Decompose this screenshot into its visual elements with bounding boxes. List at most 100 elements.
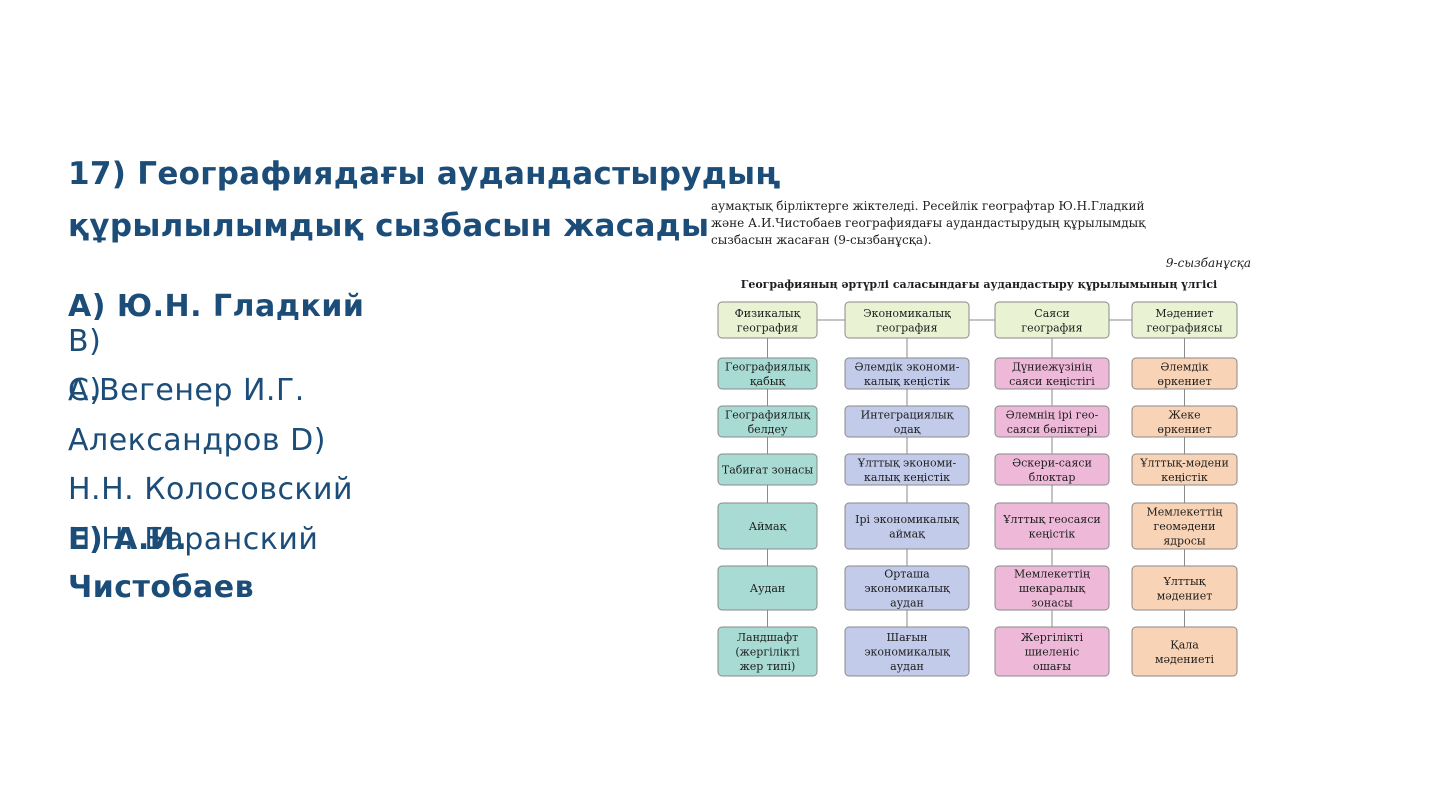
level-box-text-line-1: Ландшафт bbox=[737, 631, 798, 644]
level-box bbox=[844, 453, 970, 486]
answer-b-prefix[interactable]: В) bbox=[68, 324, 102, 359]
answer-b-line[interactable]: А.Вегенер И.Г. bbox=[68, 373, 305, 408]
level-box-text-line-1: Ұлттық геосаяси bbox=[1002, 513, 1100, 526]
level-box-text-line-1: Ұлттық экономи- bbox=[857, 456, 957, 469]
level-box-text-line-3: зонасы bbox=[1031, 597, 1073, 610]
level-box-text-line-1: Әлемнің ірі гео- bbox=[1006, 408, 1099, 421]
level-box-text-line-1: Мемлекеттің bbox=[1014, 568, 1090, 581]
level-box bbox=[844, 565, 970, 611]
level-box bbox=[994, 565, 1110, 611]
column-header-box bbox=[994, 301, 1110, 339]
level-box-text-line-1: Ұлттық-мәдени bbox=[1139, 456, 1229, 469]
column-header-text-line-2: география bbox=[876, 321, 937, 334]
column-header-box bbox=[717, 301, 818, 339]
level-box-text-line-2: одақ bbox=[894, 423, 921, 436]
level-box bbox=[1131, 502, 1238, 550]
answer-e-line[interactable]: Чистобаев bbox=[68, 570, 255, 605]
level-box-text-line-2: шекаралық bbox=[1019, 582, 1086, 595]
level-box-text-line-1: Мемлекеттің bbox=[1147, 506, 1223, 519]
question-title-line-1: 17) Географиядағы аудандастырудың bbox=[68, 156, 781, 192]
answer-e-prefix[interactable]: Е) А.И. bbox=[68, 522, 188, 557]
level-box bbox=[994, 502, 1110, 550]
level-box-text-line-1: Әскери-саяси bbox=[1012, 456, 1092, 469]
level-box-text-line-1: Ұлттық bbox=[1163, 575, 1206, 588]
level-box bbox=[1131, 405, 1238, 438]
level-box-text-line-3: ядросы bbox=[1163, 535, 1206, 548]
figure-text-line-1: аумақтық бірліктерге жіктеледі. Ресейлік… bbox=[711, 199, 1145, 213]
level-box-text-line-2: шиеленіс bbox=[1025, 646, 1080, 659]
level-box bbox=[717, 405, 818, 438]
level-box-text-line-2: калық кеңістік bbox=[864, 375, 950, 388]
level-box-text-line-3: ошағы bbox=[1033, 660, 1071, 673]
level-box-text-line-1: Орташа bbox=[884, 568, 930, 581]
question-title-line-2: құрылылымдық сызбасын жасады bbox=[68, 208, 710, 244]
level-box-text-line-3: аудан bbox=[890, 660, 924, 673]
level-box bbox=[717, 502, 818, 550]
level-box bbox=[994, 357, 1110, 390]
level-box-text-line-1: Әлемдік экономи- bbox=[855, 360, 960, 373]
level-box-text-line-1: Географиялық bbox=[725, 408, 810, 421]
level-box bbox=[844, 502, 970, 550]
column-header-text-line-1: Экономикалық bbox=[863, 307, 951, 320]
level-box-text-line-1: Аудан bbox=[750, 582, 785, 595]
level-box bbox=[717, 453, 818, 486]
level-box-text-line-1: Әлемдік bbox=[1160, 360, 1208, 373]
figure-text-line-2: және А.И.Чистобаев географиядағы ауданда… bbox=[711, 216, 1146, 230]
regionalization-diagram: ФизикалықгеографияГеографиялыққабықГеогр… bbox=[717, 301, 1238, 677]
figure-number: 9-сызбанұсқа bbox=[1165, 256, 1251, 270]
answer-e-overlap[interactable]: Н.Н. Баранский bbox=[68, 522, 319, 557]
level-box-text-line-2: (жергілікті bbox=[735, 646, 800, 659]
level-box-text-line-2: кеңістік bbox=[1029, 527, 1076, 540]
figure-paragraph: аумақтық бірліктерге жіктеледі. Ресейлік… bbox=[711, 198, 1251, 249]
level-box-text-line-3: жер типі) bbox=[740, 660, 796, 673]
level-box-text-line-2: саяси бөліктері bbox=[1007, 423, 1098, 436]
level-box-text-line-2: мәдениеті bbox=[1155, 653, 1215, 666]
level-box-text-line-2: экономикалық bbox=[864, 582, 950, 595]
level-box bbox=[1131, 565, 1238, 611]
answer-d-line[interactable]: Н.Н. Колосовский bbox=[68, 472, 354, 507]
column-header-text-line-1: Физикалық bbox=[735, 307, 801, 320]
answer-c-prefix[interactable]: С) bbox=[68, 373, 102, 408]
level-box-text-line-1: Жеке bbox=[1168, 408, 1200, 421]
level-box-text-line-1: Табиғат зонасы bbox=[722, 464, 813, 477]
level-box-text-line-1: Шағын bbox=[887, 631, 928, 644]
level-box bbox=[717, 357, 818, 390]
level-box bbox=[844, 357, 970, 390]
level-box-text-line-2: өркениет bbox=[1157, 423, 1211, 436]
level-box-text-line-2: блоктар bbox=[1029, 471, 1076, 484]
column-header-text-line-2: география bbox=[737, 321, 798, 334]
level-box-text-line-2: калық кеңістік bbox=[864, 471, 950, 484]
level-box bbox=[844, 626, 970, 677]
level-box-text-line-3: аудан bbox=[890, 597, 924, 610]
level-box-text-line-1: Аймақ bbox=[749, 520, 787, 533]
level-box bbox=[717, 626, 818, 677]
column-header-box bbox=[1131, 301, 1238, 339]
level-box bbox=[994, 453, 1110, 486]
question-title: 17) Географиядағы аудандастырудың құрылы… bbox=[68, 148, 968, 252]
level-box bbox=[1131, 626, 1238, 677]
level-box-text-line-1: Географиялық bbox=[725, 360, 810, 373]
answer-a[interactable]: А) Ю.Н. Гладкий bbox=[68, 289, 365, 324]
answer-c-line[interactable]: Александров D) bbox=[68, 423, 326, 458]
level-box-text-line-2: кеңістік bbox=[1161, 471, 1208, 484]
level-box-text-line-2: экономикалық bbox=[864, 646, 950, 659]
level-box-text-line-1: Дүниежүзінің bbox=[1012, 360, 1092, 373]
figure-caption: Географияның әртүрлі саласындағы ауданда… bbox=[740, 278, 1218, 291]
level-box-text-line-2: өркениет bbox=[1157, 375, 1211, 388]
level-box-text-line-2: мәдениет bbox=[1157, 589, 1213, 602]
level-box-text-line-2: аймақ bbox=[889, 527, 925, 540]
column-header-text-line-2: география bbox=[1021, 321, 1082, 334]
level-box-text-line-2: геомәдени bbox=[1154, 520, 1216, 533]
level-box bbox=[994, 626, 1110, 677]
column-header-text-line-2: географиясы bbox=[1146, 321, 1222, 334]
column-header-text-line-1: Мәдениет bbox=[1155, 307, 1213, 320]
level-box bbox=[717, 565, 818, 611]
level-box-text-line-2: қабық bbox=[750, 375, 786, 388]
level-box-text-line-1: Интеграциялық bbox=[861, 408, 954, 421]
figure-text-line-3: сызбасын жасаған (9-сызбанұсқа). bbox=[711, 233, 932, 247]
level-box bbox=[1131, 357, 1238, 390]
textbook-figure: аумақтық бірліктерге жіктеледі. Ресейлік… bbox=[705, 196, 1253, 684]
column-header-text-line-1: Саяси bbox=[1034, 307, 1069, 320]
level-box bbox=[994, 405, 1110, 438]
level-box-text-line-1: Жергілікті bbox=[1021, 631, 1084, 644]
